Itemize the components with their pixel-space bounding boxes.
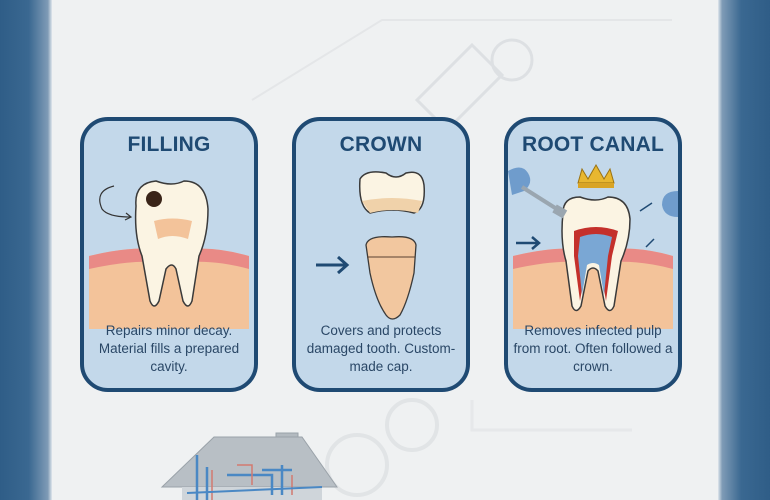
infographic-canvas: FILLING Repairs minor decay. Material fi… [52, 0, 718, 500]
card-crown: CROWN Covers and protects damaged tooth.… [292, 117, 470, 392]
card-root-canal: ROOT CANAL Removes infected pulp from ro… [504, 117, 682, 392]
tooth-with-cavity-icon [89, 180, 249, 329]
right-side-panel [718, 0, 770, 500]
background-line [251, 19, 672, 101]
card-description: Removes infected pulp from root. Often f… [513, 323, 673, 374]
card-filling: FILLING Repairs minor decay. Material fi… [80, 117, 258, 392]
card-title: ROOT CANAL [522, 133, 664, 156]
card-description: Covers and protects damaged tooth. Custo… [306, 323, 456, 374]
card-title: FILLING [127, 133, 211, 156]
gear-icon [325, 398, 439, 497]
background-pipe [470, 400, 632, 432]
card-title: CROWN [339, 133, 423, 156]
card-description: Repairs minor decay. Material fills a pr… [98, 323, 240, 374]
background-decoration [251, 19, 672, 497]
house-plumbing-icon [160, 432, 338, 500]
root-canal-tooth-with-crown-icon [508, 163, 678, 329]
crown-cap-over-prepared-tooth-icon [316, 171, 426, 320]
left-side-panel [0, 0, 52, 500]
